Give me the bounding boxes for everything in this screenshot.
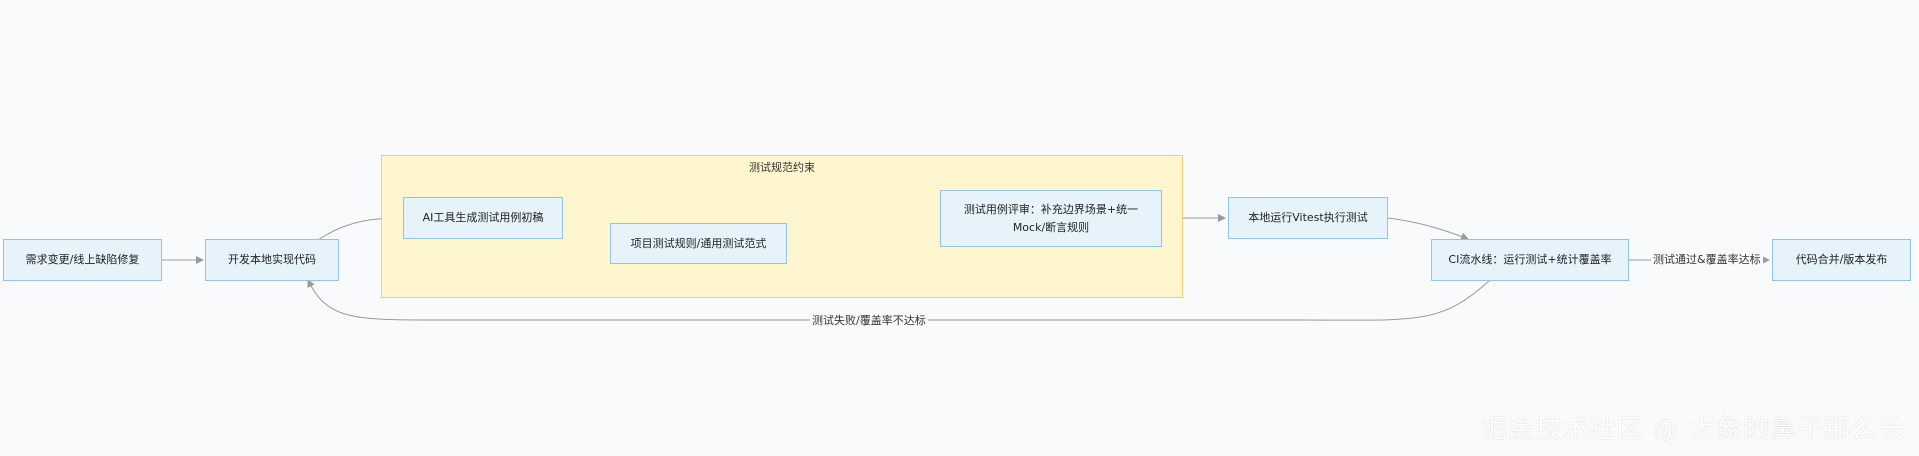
node-requirement-label: 需求变更/线上缺陷修复: [25, 253, 140, 266]
edge-ci-to-dev-fail: [307, 279, 1491, 321]
node-ai-generate[interactable]: AI工具生成测试用例初稿: [403, 197, 563, 239]
node-vitest-run[interactable]: 本地运行Vitest执行测试: [1228, 197, 1388, 239]
edge-label-pass: 测试通过&覆盖率达标: [1651, 253, 1763, 267]
cluster-title: 测试规范约束: [749, 161, 815, 174]
watermark: 掘金技术社区 @ 大象的鼻子那么长: [1481, 415, 1905, 445]
edge-label-fail: 测试失败/覆盖率不达标: [810, 314, 928, 328]
node-test-rules[interactable]: 项目测试规则/通用测试范式: [610, 223, 787, 264]
node-review-label-line2: Mock/断言规则: [1012, 220, 1090, 234]
node-rules-label: 项目测试规则/通用测试范式: [630, 236, 767, 250]
node-dev-label: 开发本地实现代码: [228, 253, 316, 266]
node-merge-release[interactable]: 代码合并/版本发布: [1772, 239, 1911, 281]
node-review-label-line1: 测试用例评审：补充边界场景+统一: [963, 202, 1139, 216]
node-requirement[interactable]: 需求变更/线上缺陷修复: [3, 239, 162, 281]
edge-vitest-to-ci: [1387, 217, 1469, 241]
node-vitest-label: 本地运行Vitest执行测试: [1248, 211, 1368, 224]
node-ci-pipeline[interactable]: CI流水线：运行测试+统计覆盖率: [1431, 239, 1629, 281]
node-dev-implement[interactable]: 开发本地实现代码: [205, 239, 339, 281]
node-ai-label: AI工具生成测试用例初稿: [422, 211, 544, 224]
node-merge-label: 代码合并/版本发布: [1795, 253, 1888, 266]
node-ci-label: CI流水线：运行测试+统计覆盖率: [1448, 253, 1612, 266]
node-test-review[interactable]: 测试用例评审：补充边界场景+统一 Mock/断言规则: [940, 190, 1162, 247]
